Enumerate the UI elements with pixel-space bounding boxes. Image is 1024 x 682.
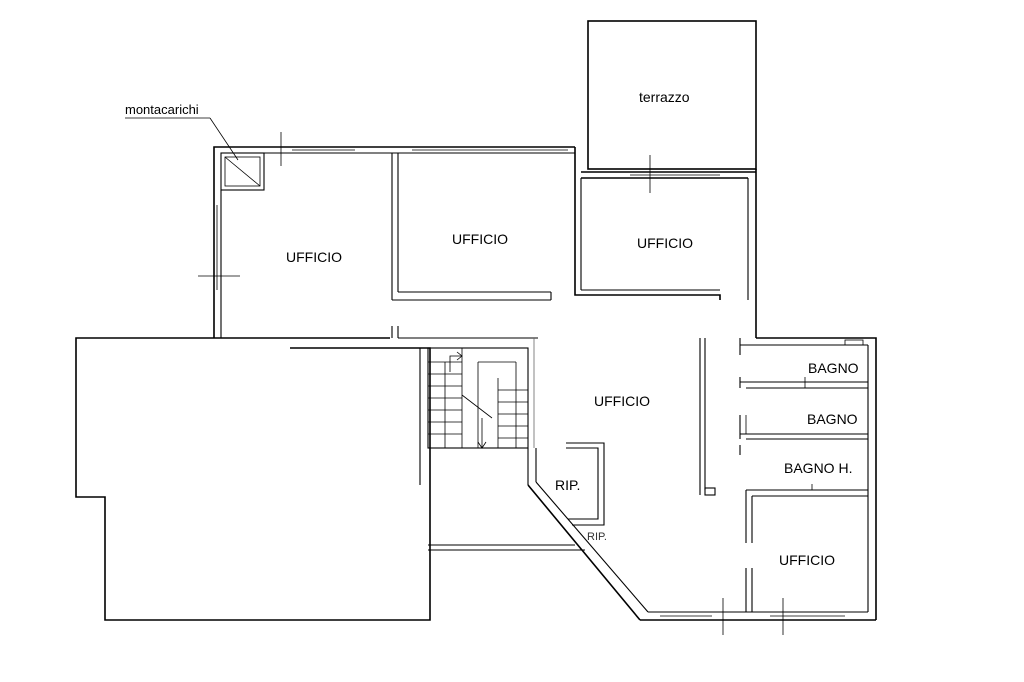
terrace bbox=[587, 20, 757, 170]
stair-treads-right bbox=[498, 389, 528, 439]
label-bagno-h: BAGNO H. bbox=[784, 460, 852, 476]
label-ufficio-5: UFFICIO bbox=[779, 552, 835, 568]
upper-block-walls bbox=[213, 146, 757, 339]
staircase bbox=[427, 338, 535, 449]
label-ufficio-3: UFFICIO bbox=[637, 235, 693, 251]
label-montacarichi: montacarichi bbox=[125, 102, 199, 117]
label-bagno-2: BAGNO bbox=[807, 411, 858, 427]
label-ufficio-2: UFFICIO bbox=[452, 231, 508, 247]
stair-treads-left bbox=[428, 361, 462, 448]
label-terrazzo: terrazzo bbox=[639, 89, 690, 105]
label-ufficio-4: UFFICIO bbox=[594, 393, 650, 409]
storage-closet bbox=[566, 442, 605, 526]
label-ufficio-1: UFFICIO bbox=[286, 249, 342, 265]
label-rip-1: RIP. bbox=[555, 477, 580, 493]
elevator-leader bbox=[125, 117, 239, 161]
diagonal-walls bbox=[527, 448, 876, 621]
label-bagno-1: BAGNO bbox=[808, 360, 859, 376]
central-partition bbox=[699, 338, 716, 496]
label-rip-2: RIP. bbox=[587, 531, 607, 543]
right-wing-walls bbox=[739, 337, 877, 620]
section-markers bbox=[198, 132, 795, 635]
left-area-walls bbox=[75, 337, 585, 621]
